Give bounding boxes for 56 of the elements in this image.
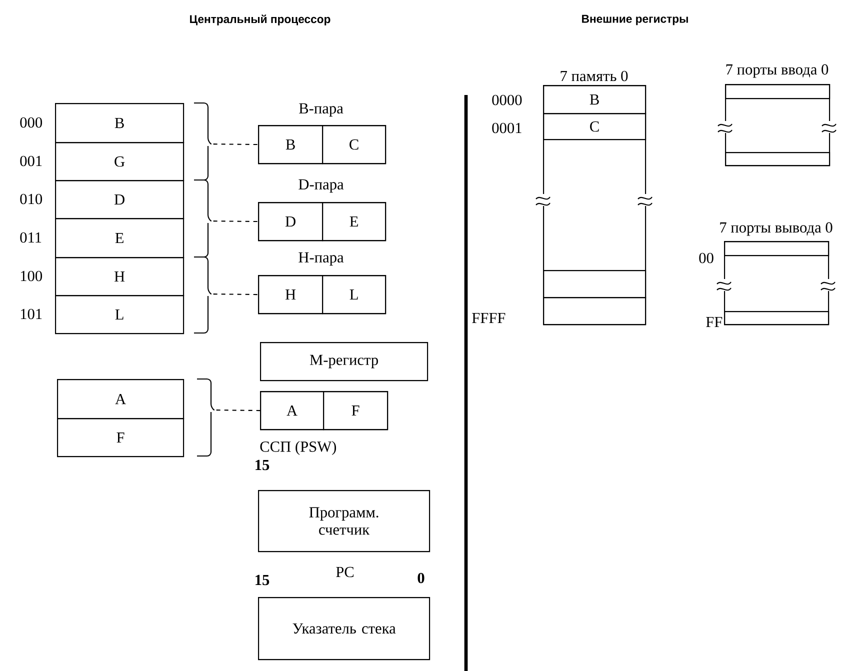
address-label: 0000 (492, 94, 522, 106)
register-label: PC (336, 566, 354, 578)
section-title: Центральный процессор (190, 14, 330, 26)
node-label: 7 память 0 (560, 70, 628, 82)
address-label: 00 (699, 252, 714, 264)
memory-cell (543, 297, 646, 326)
node-label: 7 порты вывода 0 (720, 222, 832, 236)
port-cell (724, 311, 830, 326)
address-label: FFFF (472, 312, 506, 324)
register-cell: A (57, 379, 184, 420)
connector-line (213, 294, 258, 296)
bit-number: 15 (256, 574, 270, 586)
bit-number: 0 (418, 572, 424, 584)
address-label: 0001 (492, 122, 522, 134)
node-label: B-пара (299, 103, 344, 117)
register-half: D (258, 202, 324, 242)
port-cell (725, 84, 830, 100)
address-label: 001 (20, 156, 42, 166)
register-half: H (258, 275, 324, 314)
node-label: ССП (PSW) (260, 441, 336, 455)
register-cell: G (55, 142, 184, 182)
register-cell: F (57, 418, 184, 458)
register-box: М-регистр (260, 342, 428, 382)
connector-line (216, 410, 260, 412)
address-label: 100 (20, 270, 42, 282)
register-half: B (258, 125, 324, 164)
register-half: F (323, 391, 388, 430)
address-label: 011 (20, 232, 42, 243)
register-box: Указатель стека (258, 597, 430, 660)
memory-cell (543, 270, 646, 298)
node-label: H-пара (298, 252, 344, 266)
address-label: 010 (20, 194, 42, 204)
memory-cell: B (543, 85, 646, 114)
register-half: L (322, 275, 386, 314)
bit-number: 15 (256, 460, 270, 470)
register-cell: E (55, 218, 184, 258)
address-label: 101 (20, 308, 42, 320)
memory-cell: C (543, 113, 646, 140)
register-half: A (260, 391, 324, 430)
register-cell: H (55, 257, 184, 296)
address-label: 000 (20, 117, 42, 128)
node-label: 7 порты ввода 0 (726, 64, 828, 78)
register-cell: B (55, 103, 184, 144)
port-cell (725, 152, 830, 166)
connector-line (213, 144, 258, 146)
connector-line (213, 220, 258, 222)
register-box: Программ. счетчик (258, 490, 430, 552)
section-title: Внешние регистры (582, 14, 688, 26)
register-cell: L (55, 295, 184, 334)
port-box: 7 порты ввода 0 (725, 64, 830, 166)
register-cell: D (55, 180, 184, 220)
port-cell (724, 241, 830, 256)
register-half: C (322, 125, 386, 164)
register-half: E (322, 202, 386, 242)
address-label: FF (706, 316, 722, 328)
node-label: D-пара (298, 179, 344, 193)
